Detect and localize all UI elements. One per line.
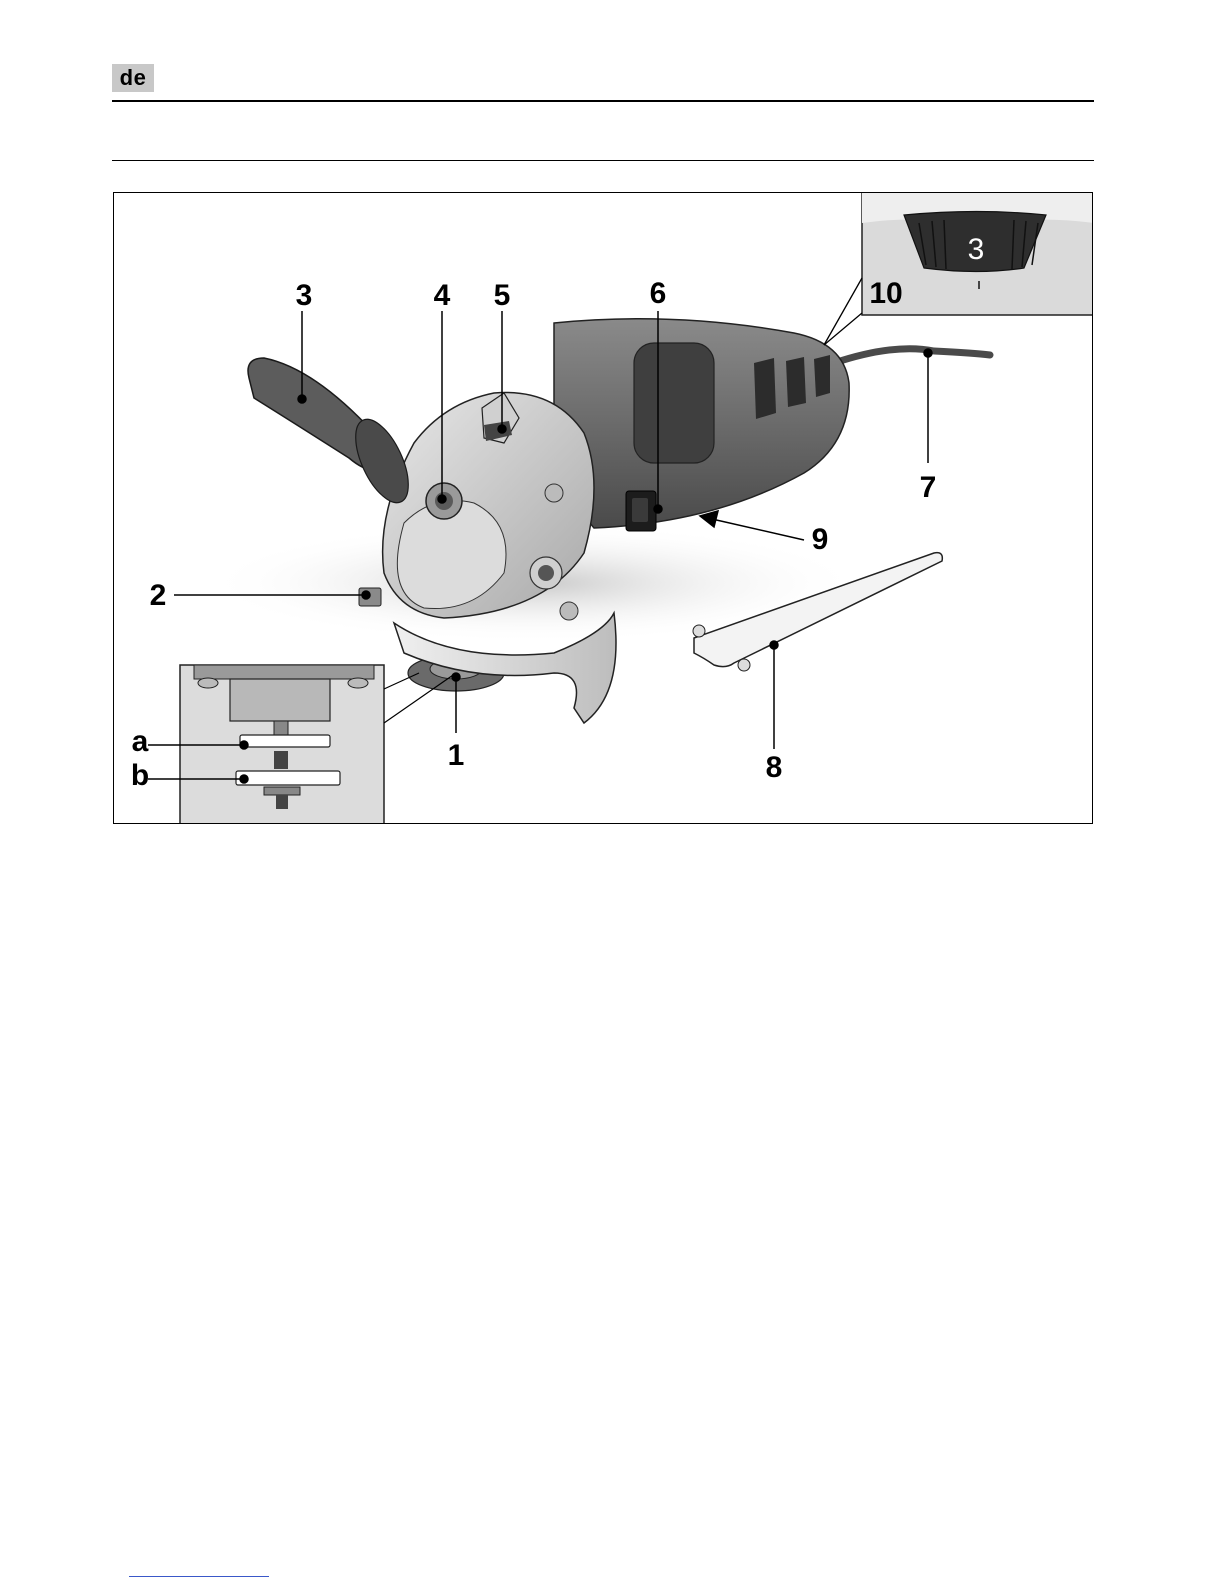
leader-4-dot xyxy=(438,495,446,503)
callout-2: 2 xyxy=(150,579,167,612)
leader-b-dot xyxy=(240,775,248,783)
speed-dial-value: 3 xyxy=(968,233,985,266)
callout-9: 9 xyxy=(812,523,829,556)
language-tag: de xyxy=(112,64,154,92)
power-cord xyxy=(834,349,990,363)
header-rule xyxy=(112,100,1094,102)
callout-3: 3 xyxy=(296,279,313,312)
leader-1-dot xyxy=(452,673,460,681)
section-rule xyxy=(112,160,1094,161)
footer-link-underline[interactable] xyxy=(129,1576,269,1577)
leader-6-dot xyxy=(654,505,662,513)
angle-grinder-figure: 3 xyxy=(113,192,1093,824)
callout-b: b xyxy=(131,759,149,792)
callout-4: 4 xyxy=(434,279,451,312)
callout-10: 10 xyxy=(869,277,902,310)
leader-3-dot xyxy=(298,395,306,403)
callout-5: 5 xyxy=(494,279,511,312)
inset-leader-10b xyxy=(824,313,862,345)
callout-6: 6 xyxy=(650,277,667,310)
motor-housing xyxy=(554,319,849,528)
inset-leader-10a xyxy=(824,278,862,345)
leader-5-dot xyxy=(498,425,506,433)
leader-2-dot xyxy=(362,591,370,599)
callout-a: a xyxy=(132,725,149,758)
callout-7: 7 xyxy=(920,471,937,504)
auxiliary-handle xyxy=(248,358,419,510)
leader-7-dot xyxy=(924,349,932,357)
leader-8-dot xyxy=(770,641,778,649)
callout-8: 8 xyxy=(766,751,783,784)
on-off-switch xyxy=(626,491,656,531)
leader-a-dot xyxy=(240,741,248,749)
callout-1: 1 xyxy=(448,739,465,772)
